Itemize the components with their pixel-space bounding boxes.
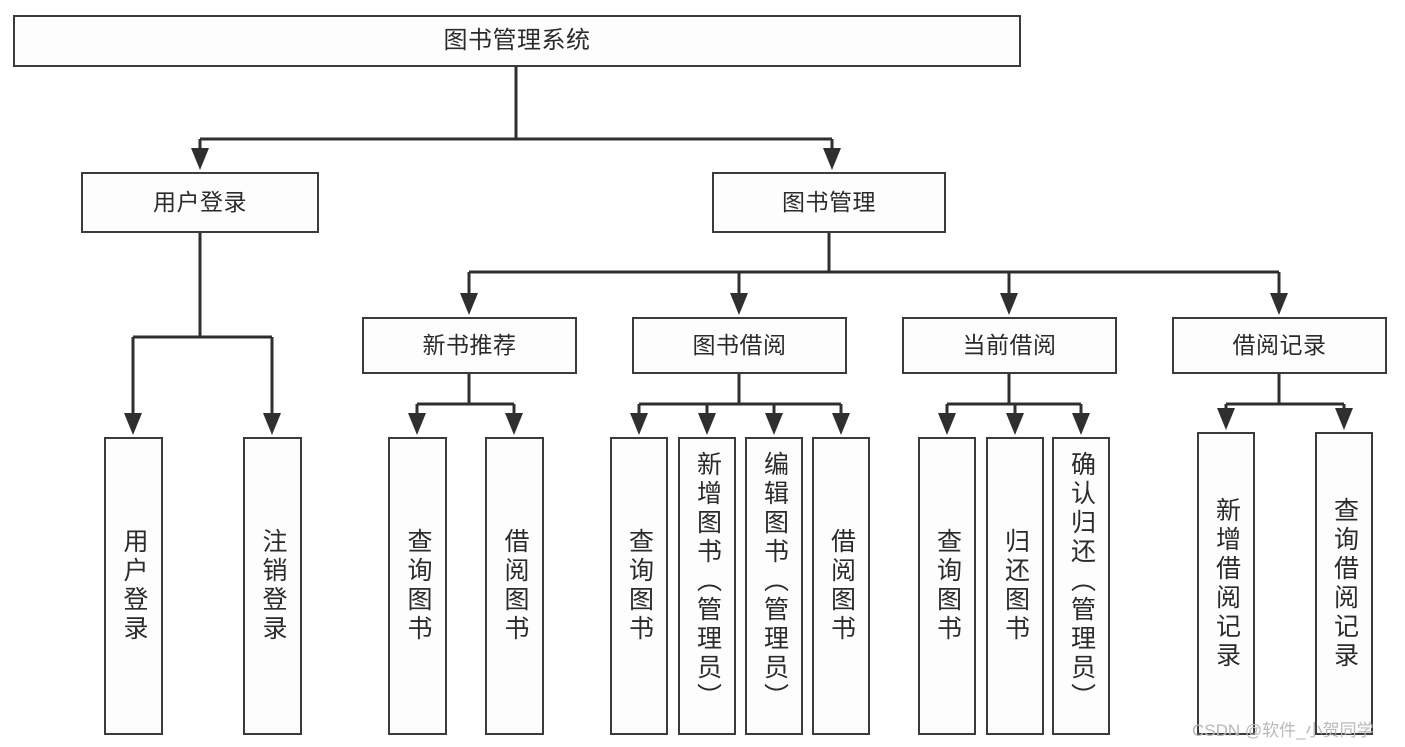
node-l3_1[interactable]: 注销登录 [243,437,302,735]
arrowhead-icon [730,293,748,315]
node-label: 用户登录 [120,528,148,644]
node-l3_6[interactable]: 编辑图书（管理员） [745,437,803,735]
arrowhead-icon [1335,408,1353,430]
node-l2_2[interactable]: 当前借阅 [902,317,1117,374]
node-label: 图书管理系统 [443,27,591,55]
arrowhead-icon [832,413,850,435]
arrowhead-icon [191,148,209,170]
node-label: 归还图书 [1001,528,1030,644]
node-label: 新增图书（管理员） [693,451,722,712]
arrowhead-icon [823,148,841,170]
arrowhead-icon [938,413,956,435]
arrowhead-icon [630,413,648,435]
node-root[interactable]: 图书管理系统 [13,15,1021,67]
arrowhead-icon [1072,413,1090,435]
node-label: 图书借阅 [692,332,787,359]
node-label: 借阅图书 [501,528,529,644]
arrowhead-icon [1270,293,1288,315]
node-label: 查询图书 [625,528,654,644]
node-label: 新增借阅记录 [1212,496,1241,671]
node-label: 图书管理 [782,189,876,216]
node-label: 注销登录 [259,528,287,644]
node-l2_0[interactable]: 新书推荐 [362,317,577,374]
node-label: 确认归还（管理员） [1067,451,1096,712]
node-l3_7[interactable]: 借阅图书 [812,437,870,735]
node-label: 编辑图书（管理员） [760,451,789,712]
node-label: 借阅图书 [827,528,856,644]
node-l3_12[interactable]: 查询借阅记录 [1315,432,1373,735]
node-l1_0[interactable]: 用户登录 [81,172,319,233]
node-l2_3[interactable]: 借阅记录 [1172,317,1387,374]
node-l3_8[interactable]: 查询图书 [918,437,976,735]
node-l3_0[interactable]: 用户登录 [104,437,163,735]
node-label: 查询借阅记录 [1330,496,1359,671]
arrowhead-icon [1006,413,1024,435]
node-l3_11[interactable]: 新增借阅记录 [1197,432,1255,735]
node-label: 查询图书 [404,528,432,644]
arrowhead-icon [408,413,426,435]
node-label: 当前借阅 [962,332,1057,359]
node-l3_5[interactable]: 新增图书（管理员） [678,437,736,735]
node-l3_9[interactable]: 归还图书 [986,437,1044,735]
arrowhead-icon [124,413,142,435]
node-l3_3[interactable]: 借阅图书 [485,437,544,735]
arrowhead-icon [460,293,478,315]
node-l1_1[interactable]: 图书管理 [712,172,946,233]
arrowhead-icon [1000,293,1018,315]
arrowhead-icon [698,413,716,435]
node-label: 新书推荐 [422,332,517,359]
arrowhead-icon [765,413,783,435]
node-label: 查询图书 [933,528,962,644]
node-l3_4[interactable]: 查询图书 [610,437,668,735]
node-l2_1[interactable]: 图书借阅 [632,317,847,374]
arrowhead-icon [505,413,523,435]
node-l3_10[interactable]: 确认归还（管理员） [1052,437,1110,735]
arrowhead-icon [263,413,281,435]
watermark: CSDN @软件_小贺同学 [1192,721,1374,740]
node-label: 用户登录 [153,189,247,216]
node-label: 借阅记录 [1232,332,1327,359]
node-l3_2[interactable]: 查询图书 [388,437,447,735]
arrowhead-icon [1217,408,1235,430]
